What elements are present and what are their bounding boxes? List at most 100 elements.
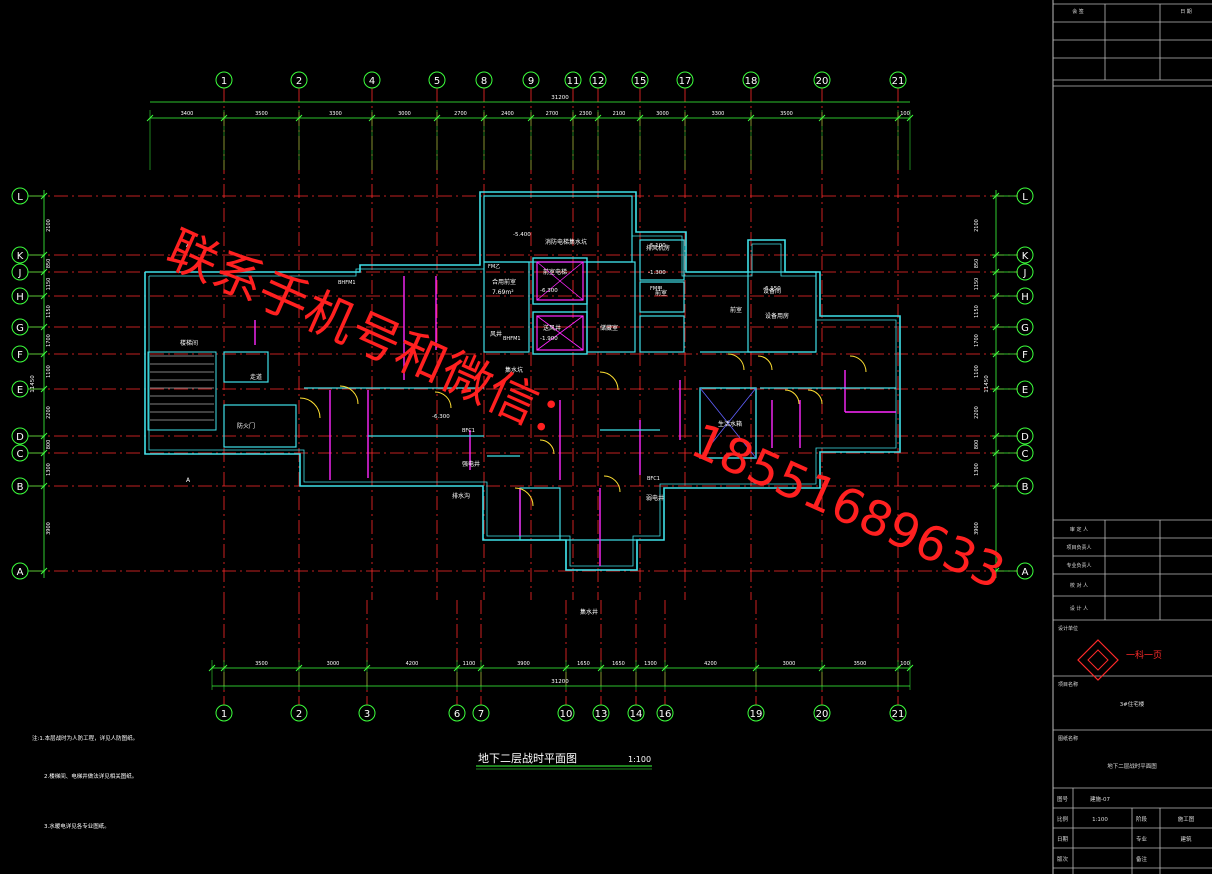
dimension-value-bottom-end: 100 [900, 661, 910, 667]
axis-label-row: G [16, 323, 24, 334]
axis-label-bottom: 7 [478, 709, 484, 720]
dimension-tick-side [992, 350, 1000, 358]
dimension-value-side: 1700 [974, 334, 980, 347]
dimension-value-top: 2300 [579, 111, 592, 117]
room-label: 强电井 [462, 460, 480, 468]
dimension-value-top: 2700 [546, 111, 559, 117]
door-swing [514, 487, 534, 507]
dimension-tick-side [40, 350, 48, 358]
sign-row-label: 专业负责人 [1066, 562, 1091, 569]
door-swing [434, 391, 452, 409]
axis-label-top: 5 [434, 76, 440, 87]
axis-bubble-bottom [358, 704, 376, 722]
door-swing [539, 439, 555, 455]
dimension-value-bottom: 3900 [517, 661, 530, 667]
room-label: 楼梯间 [180, 339, 198, 347]
dimension-value-top: 3400 [181, 111, 194, 117]
dimension-value-side: 850 [974, 259, 980, 269]
axis-label-bottom: 13 [595, 709, 608, 720]
door-tag: FM甲 [650, 286, 662, 292]
room-label: 合用前室 [492, 278, 516, 286]
dimension-value-side: 1100 [46, 365, 52, 378]
door-swing [849, 355, 867, 373]
room-block [223, 404, 297, 448]
dimension-value-top-end: 100 [900, 111, 910, 117]
project-name: 3#住宅楼 [1120, 700, 1145, 708]
dimension-tick-side [992, 192, 1000, 200]
door-swing [603, 475, 621, 493]
dimension-value-side: 3900 [974, 522, 980, 535]
axis-bubble-bottom [448, 704, 466, 722]
door-swing [784, 389, 800, 405]
outer-wall [144, 191, 901, 571]
axis-label-row: C [1022, 449, 1029, 460]
dimension-tick-top [681, 114, 689, 122]
note-line: 3.水暖电详见各专业图纸。 [44, 822, 110, 830]
axis-label-row: J [18, 268, 22, 279]
dimension-value-bottom: 3000 [783, 661, 796, 667]
dimension-value-bottom: 3500 [854, 661, 867, 667]
axis-label-row: G [1021, 323, 1029, 334]
axis-label-top: 15 [634, 76, 647, 87]
dimension-value-bottom: 3500 [255, 661, 268, 667]
axis-label-bottom: 1 [221, 709, 227, 720]
door-swing [807, 389, 823, 405]
door-swing [599, 371, 619, 391]
axis-label-row: K [1022, 251, 1029, 262]
axis-bubble-top [363, 71, 381, 89]
room-label: 风井 [490, 330, 502, 338]
dimension-tick-top [295, 114, 303, 122]
axis-label-row: B [1022, 482, 1029, 493]
dimension-value-side: 1150 [46, 305, 52, 318]
axis-label-row: H [16, 292, 24, 303]
axis-label-row: D [16, 432, 24, 443]
axis-bubble-top [813, 71, 831, 89]
dimension-tick-side [992, 449, 1000, 457]
room-label: 防火门 [237, 422, 255, 430]
wall-outlines [144, 191, 901, 571]
dimension-tick-top [368, 114, 376, 122]
axis-label-bottom: 6 [454, 709, 460, 720]
axis-bubble-bottom [215, 704, 233, 722]
dimension-value-side: 800 [46, 440, 52, 450]
dimension-tick-side [992, 323, 1000, 331]
dimension-tick-top [747, 114, 755, 122]
dimension-value-side: 3900 [46, 522, 52, 535]
dimension-tick-bottom [363, 664, 371, 672]
dimension-tick-top [894, 114, 902, 122]
axis-bubble-bottom [472, 704, 490, 722]
dimension-value-top: 3300 [329, 111, 342, 117]
axis-label-row: D [1021, 432, 1029, 443]
dimension-tick-side [992, 385, 1000, 393]
dimension-value-side: 1100 [974, 365, 980, 378]
dimension-value-side: 1300 [46, 463, 52, 476]
room-block [639, 239, 685, 281]
dimension-value-side: 1150 [974, 278, 980, 291]
door-tag: FM乙 [488, 263, 500, 270]
field-label: 版次 [1057, 855, 1069, 863]
countersign-table: 会 签日 期 [1053, 3, 1212, 87]
axis-label-row: A [1022, 567, 1029, 578]
axis-label-bottom: 10 [560, 709, 573, 720]
door-swing [727, 353, 745, 371]
sign-row-label: 设 计 人 [1070, 605, 1088, 612]
dimension-value-bottom: 1100 [463, 661, 476, 667]
field-label: 日期 [1057, 836, 1069, 843]
field-value: 建筑 [1180, 835, 1192, 843]
project-label: 项目名称 [1058, 681, 1078, 688]
room-label: 前室 [730, 306, 742, 314]
dimension-tick-side [40, 449, 48, 457]
axis-bubble-top [428, 71, 446, 89]
axis-label-bottom: 2 [296, 709, 302, 720]
elevator-car [536, 315, 584, 351]
field-label: 专业 [1136, 835, 1148, 843]
dimension-value-side: 800 [974, 440, 980, 450]
dimension-tick-bottom [220, 664, 228, 672]
room-label: 生活水箱 [718, 420, 742, 428]
company-label: 设计单位 [1058, 625, 1078, 632]
logo-diamond-inner [1087, 649, 1109, 671]
dimension-value-top: 3500 [780, 111, 793, 117]
